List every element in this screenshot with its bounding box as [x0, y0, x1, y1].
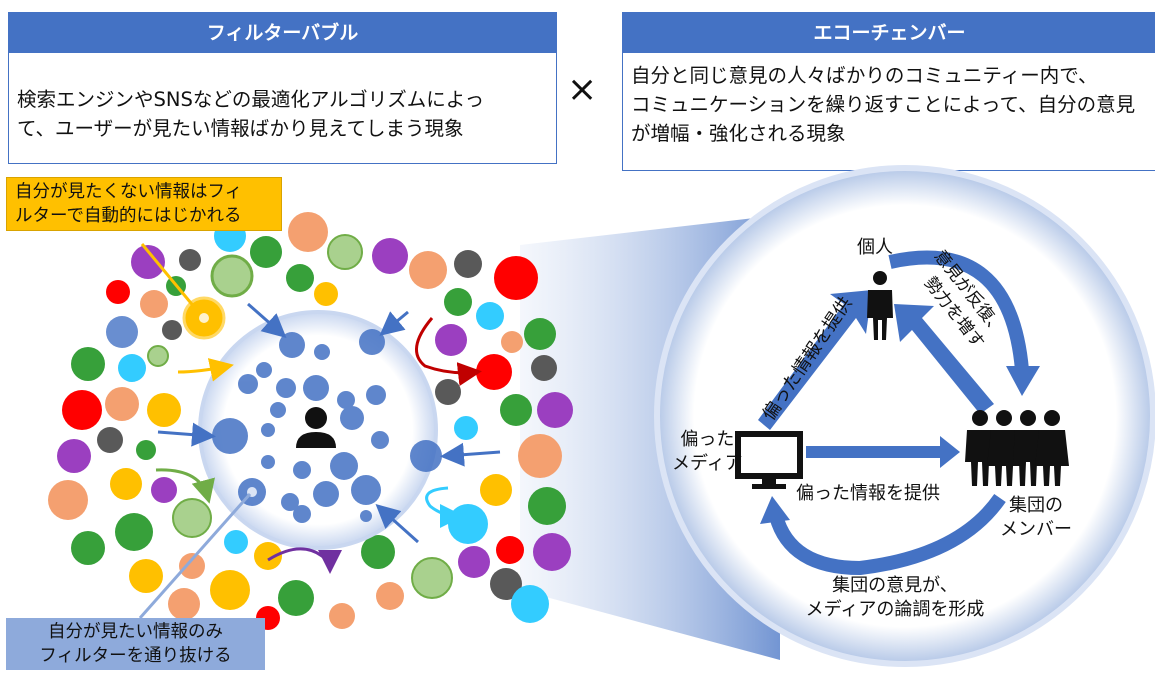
pass-pointer [138, 493, 252, 619]
individual-person-icon [867, 271, 893, 340]
biased-media-label: 偏った メディア [672, 428, 743, 476]
blocked-info-callout: 自分が見たくない情報はフィ ルターで自動的にはじかれる [6, 177, 282, 231]
arrow-label-group-opinion: 集団の意見が、 メディアの論調を形成 [780, 574, 1010, 622]
echo-chamber-box: エコーチェンバー 自分と同じ意見の人々ばかりのコミュニティー内で、 コミュニケー… [622, 12, 1155, 171]
echo-chamber-line1: 自分と同じ意見の人々ばかりのコミュニティー内で、 [631, 64, 1098, 87]
group-member-line1: 集団の [1009, 495, 1063, 516]
blocked-callout-line1: 自分が見たくない情報はフィ [15, 182, 243, 202]
filter-bubble-line2: て、ユーザーが見たい情報ばかり見えてしまう現象 [17, 117, 464, 140]
passing-info-callout: 自分が見たい情報のみ フィルターを通り抜ける [6, 618, 265, 670]
times-symbol: × [567, 69, 598, 110]
person-icon [296, 407, 336, 448]
group-member-line2: メンバー [1000, 519, 1072, 540]
group-opinion-line2: メディアの論調を形成 [805, 599, 985, 620]
filter-bubble-description: 検索エンジンやSNSなどの最適化アルゴリズムによっ て、ユーザーが見たい情報ばか… [9, 53, 556, 151]
blocked-pointer [140, 243, 202, 315]
echo-chamber-title: エコーチェンバー [623, 13, 1155, 53]
filter-bubble-line1: 検索エンジンやSNSなどの最適化アルゴリズムによっ [17, 88, 485, 111]
group-member-label: 集団の メンバー [1000, 494, 1072, 542]
filter-bubble-title: フィルターバブル [9, 13, 556, 53]
biased-media-line1: 偏った [680, 429, 735, 450]
flow-arrows [155, 302, 501, 574]
outer-information-circles [48, 212, 573, 630]
echo-chamber-line2: コミュニケーションを繰り返すことによって、自分の意見 [631, 93, 1136, 116]
pass-callout-line1: 自分が見たい情報のみ [48, 622, 223, 642]
blocked-callout-line2: ルターで自動的にはじかれる [15, 206, 242, 226]
monitor-icon [735, 431, 803, 489]
group-opinion-line1: 集団の意見が、 [832, 575, 958, 596]
echo-chamber-description: 自分と同じ意見の人々ばかりのコミュニティー内で、 コミュニケーションを繰り返すこ… [623, 53, 1155, 156]
inner-information-circles [212, 329, 442, 523]
biased-media-line2: メディア [672, 453, 743, 474]
individual-label: 個人 [857, 237, 893, 258]
echo-chamber-line3: が増幅・強化される現象 [631, 122, 846, 145]
pass-callout-line2: フィルターを通り抜ける [39, 646, 232, 666]
cycle-arrows [758, 250, 1040, 576]
filter-bubble-box: フィルターバブル 検索エンジンやSNSなどの最適化アルゴリズムによっ て、ユーザ… [8, 12, 557, 164]
group-icon [965, 410, 1069, 486]
arrow-label-provide-bottom: 偏った情報を提供 [796, 483, 940, 504]
